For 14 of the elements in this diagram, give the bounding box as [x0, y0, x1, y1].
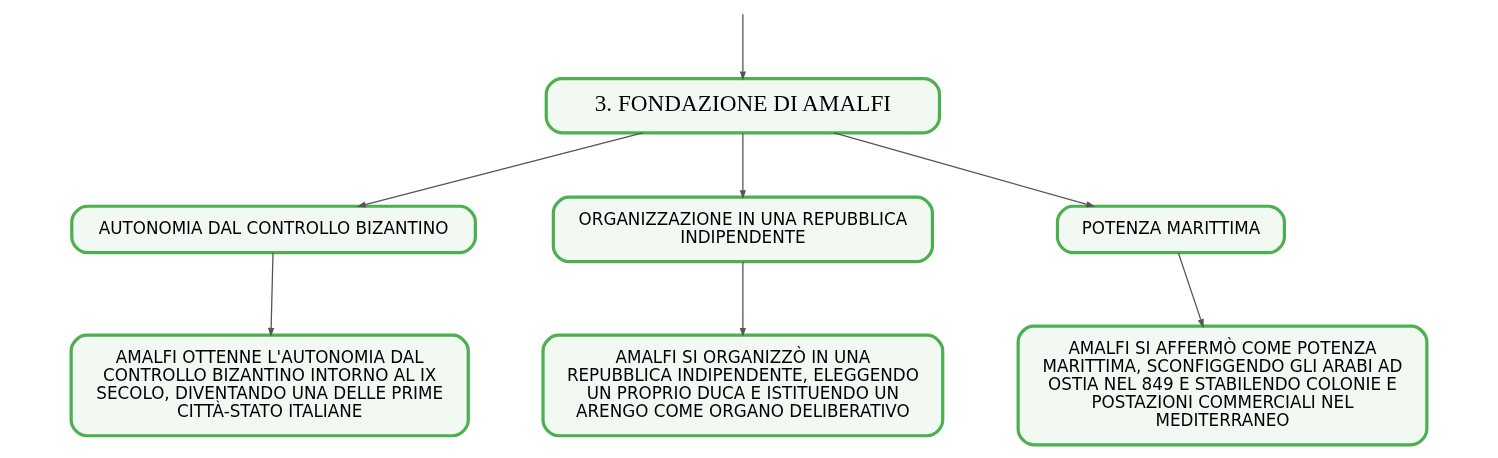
node-box: AMALFI SI AFFERMÒ COME POTENZA MARITTIMA, SCONFIGGENDO GLI ARABI AD OSTIA NEL 849 E STABILENDO COLONIE E POSTAZIONI COMMERCIALI NEL MEDITERRANEO [1016, 324, 1429, 447]
arrow [739, 132, 747, 200]
node-box: 3. FONDAZIONE DI AMALFI [544, 77, 942, 135]
node-box: ORGANIZZAZIONE IN UNA REPUBBLICA INDIPENDENTE [551, 195, 934, 264]
arrow [1177, 252, 1204, 328]
node-box: AUTONOMIA DAL CONTROLLO BIZANTINO [70, 204, 477, 255]
node-box: AMALFI SI ORGANIZZÒ IN UNA REPUBBLICA INDIPENDENTE, ELEGGENDO UN PROPRIO DUCA E ISTITUENDO UN ARENGO COME ORGANO DELIBERATIVO [541, 333, 945, 438]
arrow [356, 132, 644, 208]
arrow [739, 13, 747, 81]
arrow [739, 261, 747, 337]
node-box: AMALFI OTTENNE L'AUTONOMIA DAL CONTROLLO BIZANTINO INTORNO AL IX SECOLO, DIVENTANDO UNA DELLE PRIME CITTÀ-STATO ITALIANE [69, 333, 470, 438]
arrow [833, 132, 1096, 208]
arrow [267, 252, 275, 337]
node-box: POTENZA MARITTIMA [1055, 204, 1286, 255]
